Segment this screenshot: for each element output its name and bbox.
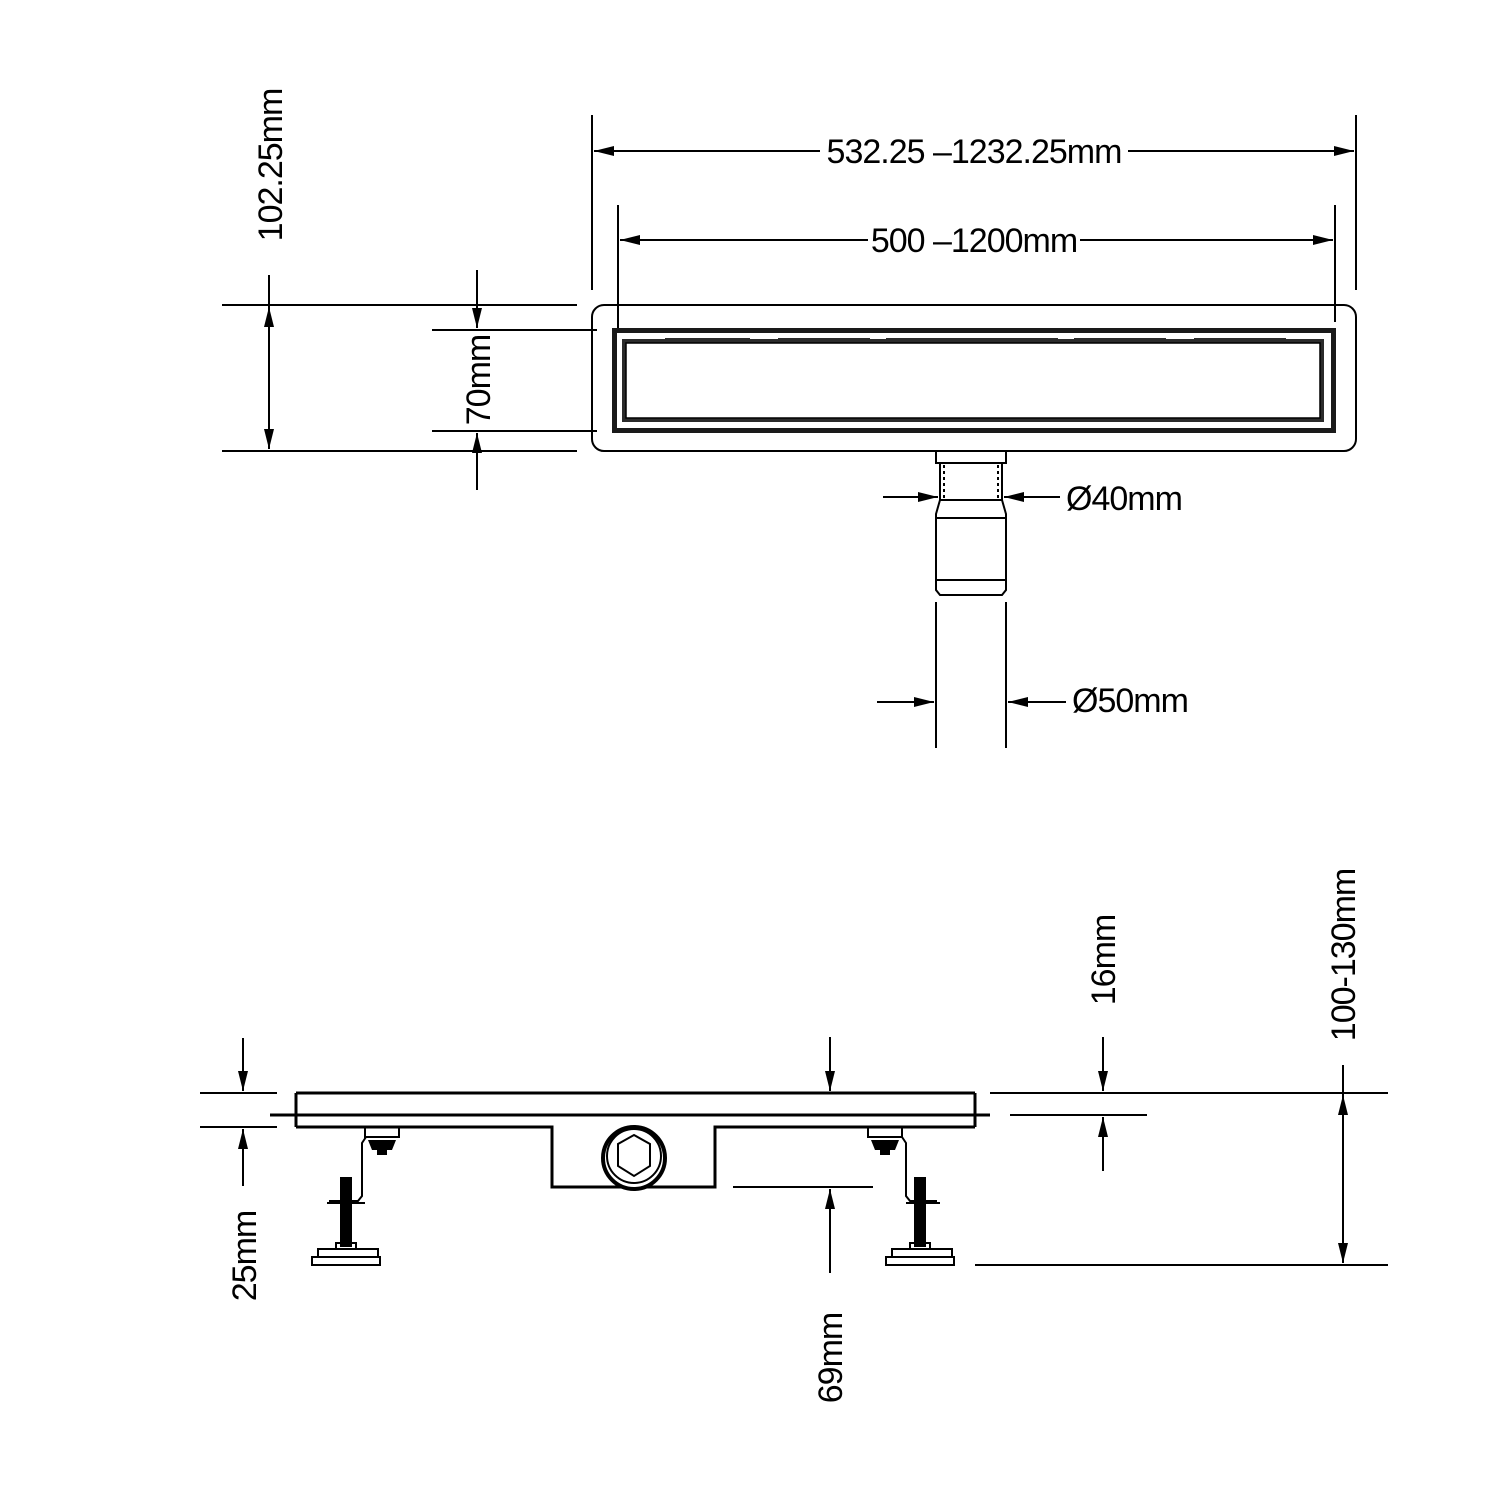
adjustable-height-label: 100-130mm <box>1325 869 1363 1041</box>
grate-width-dimension: 70mm <box>432 270 597 490</box>
outlet-inner-diameter-label: Ø40mm <box>1066 480 1182 518</box>
grate-length-dimension: 500 –1200mm <box>620 222 1333 260</box>
grate-thickness-label: 16mm <box>1085 915 1123 1005</box>
side-view: 25mm 69mm 16mm 100-130mm <box>200 869 1388 1403</box>
overall-length-dimension: 532.25 –1232.25mm <box>594 133 1354 171</box>
grate-length-label: 500 –1200mm <box>871 222 1077 260</box>
overall-width-label: 102.25mm <box>252 89 290 242</box>
left-leveling-foot <box>311 1126 400 1266</box>
right-leveling-foot <box>867 1126 955 1266</box>
grate-thickness-dimension: 16mm <box>990 915 1147 1171</box>
side-outlet <box>601 1125 667 1191</box>
adjustable-height-dimension: 100-130mm <box>975 869 1388 1266</box>
outlet-outer-diameter-dimension: Ø50mm <box>877 602 1189 748</box>
grate-width-label: 70mm <box>460 335 498 425</box>
outlet-outer-diameter-label: Ø50mm <box>1072 682 1188 720</box>
frame-thickness-dimension: 25mm <box>200 1038 277 1301</box>
frame-thickness-label: 25mm <box>226 1211 264 1301</box>
outlet-inner-diameter-dimension: Ø40mm <box>883 480 1183 518</box>
body-depth-label: 69mm <box>812 1313 850 1403</box>
body-depth-dimension: 69mm <box>733 1037 873 1403</box>
drain-grate <box>612 328 1336 433</box>
overall-length-label: 532.25 –1232.25mm <box>827 133 1122 171</box>
top-view: 532.25 –1232.25mm 500 –1200mm 102.25mm 7… <box>222 89 1357 748</box>
outlet-pipe <box>935 450 1007 596</box>
overall-width-dimension: 102.25mm <box>222 89 577 452</box>
